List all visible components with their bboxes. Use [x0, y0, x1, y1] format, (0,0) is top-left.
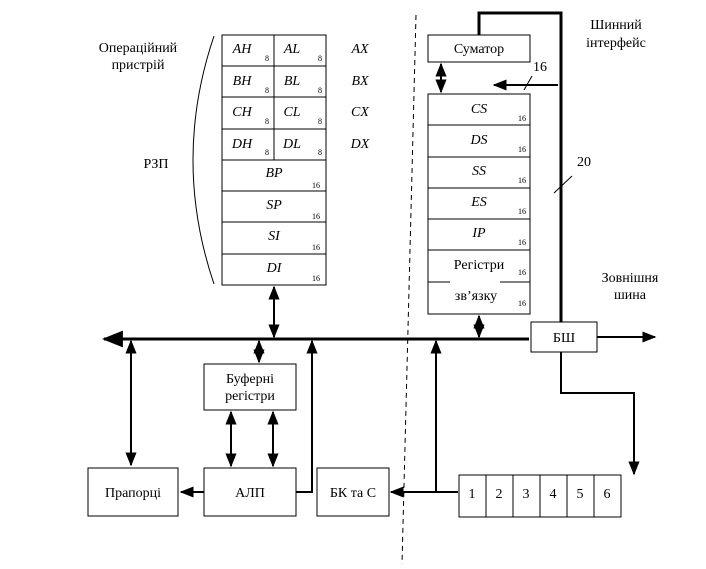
register-cl-width: 8 — [318, 117, 322, 126]
register-bp-width: 16 — [312, 181, 320, 190]
register-ip: IP — [471, 226, 486, 241]
register-dh-width: 8 — [265, 148, 269, 157]
external-bus-label-line1: Зовнішня — [602, 271, 659, 286]
register-bh-width: 8 — [265, 86, 269, 95]
rzp-label: РЗП — [143, 157, 168, 172]
segment-registers-block: CS 16 DS 16 SS 16 ES 16 IP 16 Регістри 1… — [427, 93, 531, 315]
bus-width-16-label: 16 — [533, 60, 547, 75]
register-ds: DS — [469, 133, 487, 148]
buffer-registers-box — [203, 363, 297, 411]
flags-box — [87, 467, 179, 517]
register-bl: BL — [284, 74, 301, 89]
register-bl-width: 8 — [318, 86, 322, 95]
comm-registers-line2: зв’язку — [455, 289, 497, 304]
bsh-label: БШ — [553, 331, 575, 346]
alu-to-bus-link — [296, 339, 318, 493]
register-ip-width: 16 — [518, 238, 526, 247]
device-boundary-dashed-line — [401, 14, 417, 565]
register-si-width: 16 — [312, 243, 320, 252]
register-si: SI — [268, 229, 281, 244]
register-ax: AX — [350, 42, 369, 57]
rzp-brace — [192, 35, 215, 285]
buffer-registers-line2: регістри — [225, 389, 275, 404]
register-sp-width: 16 — [312, 212, 320, 221]
bkts-box — [316, 467, 390, 517]
instruction-queue: 1 2 3 4 5 6 — [458, 474, 622, 518]
alu-label: АЛП — [235, 486, 265, 501]
queue-cell-3: 3 — [523, 487, 530, 502]
register-ss-width: 16 — [518, 176, 526, 185]
adder-label: Суматор — [454, 42, 504, 57]
external-bus-label-line2: шина — [614, 288, 647, 303]
bus-width-20-tick — [553, 175, 573, 194]
flags-label: Прапорці — [105, 486, 161, 501]
queue-cell-1: 1 — [469, 487, 476, 502]
register-dx: DX — [350, 137, 370, 152]
register-ds-width: 16 — [518, 145, 526, 154]
queue-cell-6: 6 — [604, 487, 611, 502]
register-di: DI — [266, 261, 283, 276]
register-es-width: 16 — [518, 207, 526, 216]
register-bx: BX — [351, 74, 369, 89]
queue-cell-2: 2 — [496, 487, 503, 502]
register-ah-width: 8 — [265, 54, 269, 63]
register-cs: CS — [471, 102, 487, 117]
bsh-box — [530, 321, 598, 353]
bus-interface-label-line2: інтерфейс — [586, 36, 646, 51]
register-ch: CH — [232, 105, 252, 120]
operating-device-label-line1: Операційний — [99, 41, 178, 56]
segment-registers-outline — [427, 93, 531, 315]
register-cx: CX — [351, 105, 369, 120]
general-registers-block: AH 8 AL 8 AX BH 8 BL 8 BX CH 8 CL 8 CX D… — [221, 34, 370, 286]
bkts-label: БК та С — [330, 486, 376, 501]
bus-width-16-tick — [523, 75, 533, 91]
buffer-registers-line1: Буферні — [226, 372, 274, 387]
register-dl-width: 8 — [318, 148, 322, 157]
register-di-width: 16 — [312, 274, 320, 283]
register-cl: CL — [283, 105, 300, 120]
comm-registers-line1: Регістри — [454, 258, 505, 273]
bsh-to-queue-link — [560, 352, 640, 476]
bus-width-20-label: 20 — [577, 155, 591, 170]
adder-to-bsh-bus — [477, 11, 563, 322]
register-bp: BP — [265, 166, 283, 181]
register-ch-width: 8 — [265, 117, 269, 126]
register-bh: BH — [233, 74, 253, 89]
register-ss: SS — [472, 164, 486, 179]
register-al-width: 8 — [318, 54, 322, 63]
comm-registers-width2: 16 — [518, 299, 526, 308]
adder-box — [427, 34, 531, 63]
register-dl: DL — [282, 137, 301, 152]
comm-registers-width1: 16 — [518, 268, 526, 277]
register-es: ES — [470, 195, 487, 210]
operating-device-label-line2: пристрій — [112, 58, 165, 73]
register-dh: DH — [231, 137, 253, 152]
bus-interface-label-line1: Шинний — [590, 18, 642, 33]
alu-box — [203, 467, 297, 517]
register-al: AL — [283, 42, 301, 57]
register-sp: SP — [266, 198, 282, 213]
queue-cell-4: 4 — [550, 487, 557, 502]
queue-cell-5: 5 — [577, 487, 584, 502]
register-ah: AH — [232, 42, 253, 57]
register-cs-width: 16 — [518, 114, 526, 123]
